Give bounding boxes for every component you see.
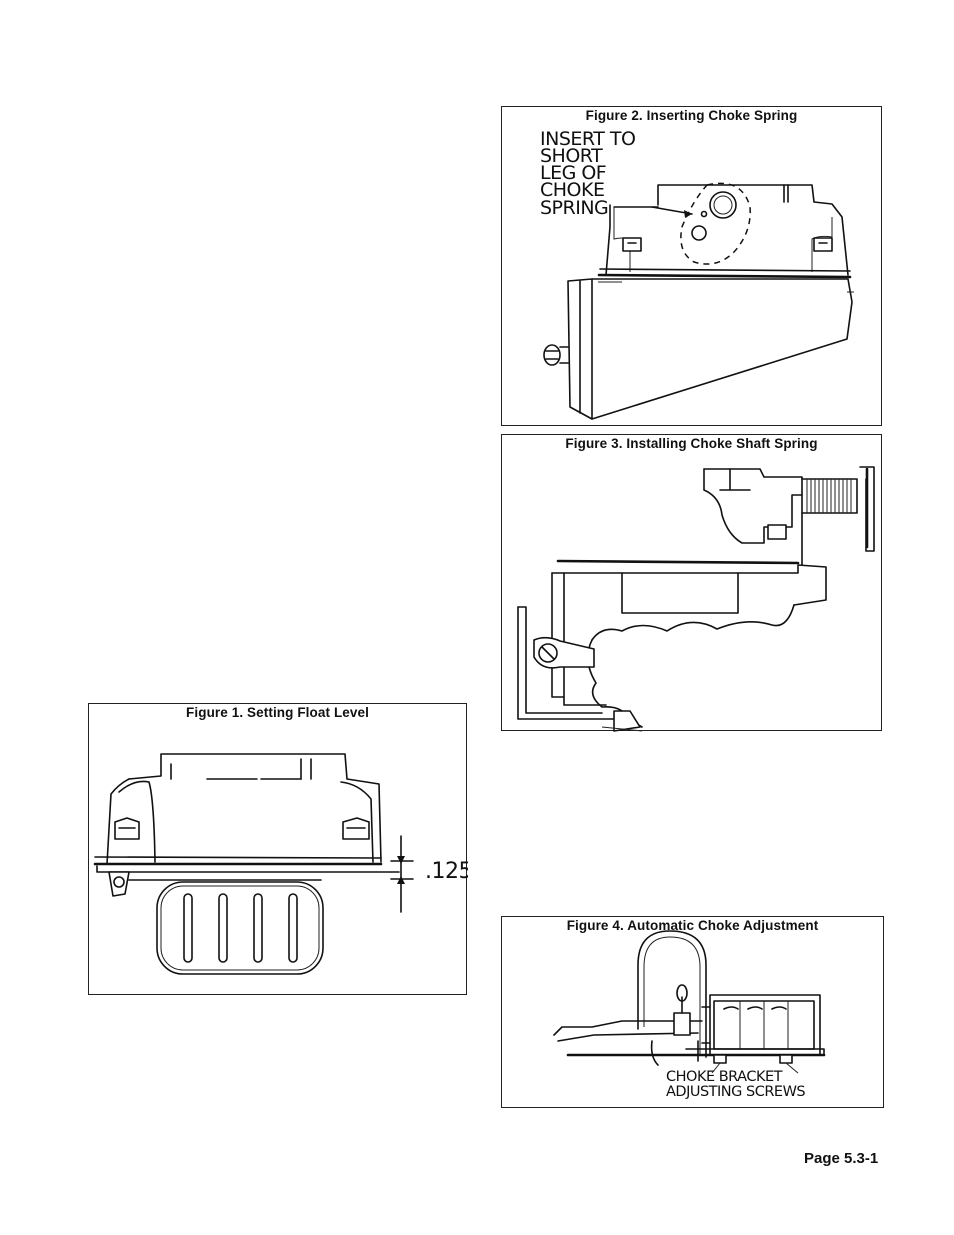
figure-2-drawing: INSERT TO SHORT LEG OF CHOKE SPRING <box>502 107 883 427</box>
figure-3-drawing <box>502 435 883 732</box>
float <box>157 882 323 974</box>
figure-2-label: INSERT TO SHORT LEG OF CHOKE SPRING <box>540 128 635 219</box>
figure-1-drawing: .125 <box>89 704 468 996</box>
figure-2-panel: Figure 2. Inserting Choke Spring INSERT … <box>501 106 882 426</box>
page-number: Page 5.3-1 <box>804 1150 878 1167</box>
figure-4-panel: Figure 4. Automatic Choke Adjustment CHO… <box>501 916 884 1108</box>
fig4-label-line-2: ADJUSTING SCREWS <box>666 1084 805 1100</box>
float-level-value: .125 <box>425 859 468 884</box>
fig2-label-line-5: SPRING <box>540 197 608 219</box>
figure-3-panel: Figure 3. Installing Choke Shaft Spring <box>501 434 882 731</box>
float-level-dimension: .125 <box>391 836 468 912</box>
figure-1-panel: Figure 1. Setting Float Level .125 <box>88 703 467 995</box>
figure-4-drawing: CHOKE BRACKET ADJUSTING SCREWS <box>502 917 885 1109</box>
choke-spring-coil <box>802 467 874 551</box>
fig4-label-line-1: CHOKE BRACKET <box>666 1069 783 1085</box>
